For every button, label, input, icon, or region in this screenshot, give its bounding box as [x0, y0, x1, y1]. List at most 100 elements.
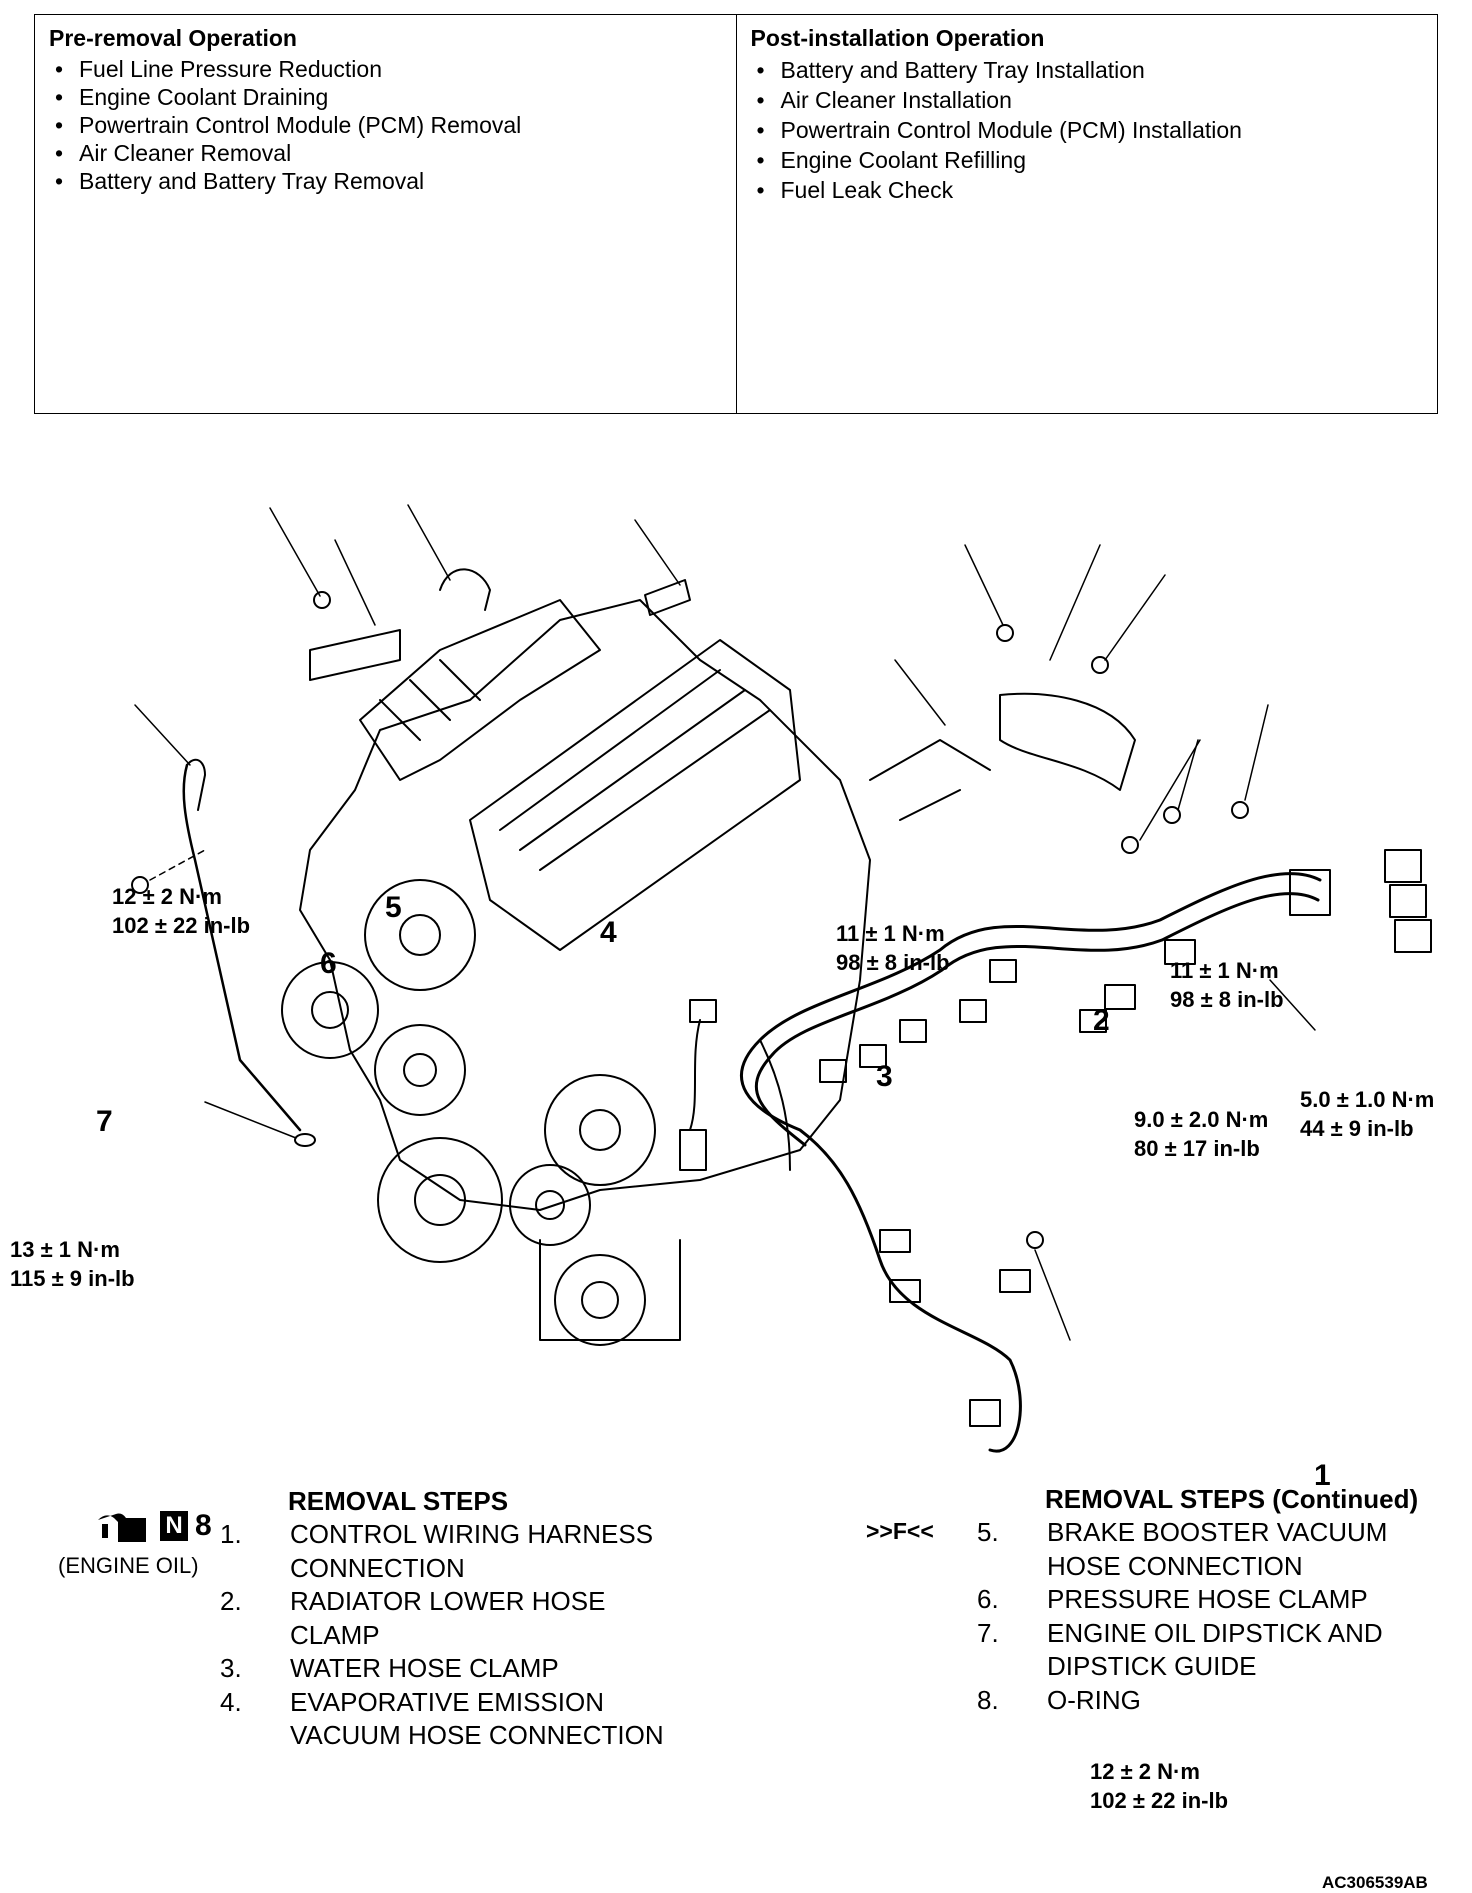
- torque-nm: 11 ± 1 N·m: [1170, 958, 1279, 983]
- removal-steps-continued-title: REMOVAL STEPS (Continued): [1045, 1484, 1419, 1514]
- step-text: WATER HOSE CLAMP: [290, 1653, 559, 1683]
- list-item: Powertrain Control Module (PCM) Installa…: [751, 115, 1424, 145]
- procedure-flag: >>F<<: [866, 1518, 934, 1544]
- torque-label-bolt-2: 11 ± 1 N·m 98 ± 8 in-lb: [1170, 956, 1284, 1014]
- step-number: 2.: [220, 1586, 242, 1616]
- pulley: [377, 1137, 503, 1263]
- figure-id: AC306539AB: [1322, 1873, 1428, 1892]
- bolt: [1026, 1231, 1044, 1249]
- step-text: RADIATOR LOWER HOSE CLAMP: [290, 1586, 606, 1650]
- callout-5: 5: [385, 891, 402, 924]
- list-item: 1. CONTROL WIRING HARNESS CONNECTION: [220, 1518, 760, 1585]
- wiring-harness: [740, 872, 1322, 1453]
- torque-inlb: 102 ± 22 in-lb: [1090, 1788, 1229, 1813]
- bolt: [313, 591, 331, 609]
- engine-block-outline: [299, 599, 871, 1211]
- callout-2: 2: [1093, 1004, 1110, 1037]
- pulley: [364, 879, 476, 991]
- torque-nm: 5.0 ± 1.0 N·m: [1300, 1087, 1435, 1112]
- torque-inlb: 115 ± 9 in-lb: [10, 1266, 135, 1291]
- list-item: 2. RADIATOR LOWER HOSE CLAMP: [220, 1585, 760, 1652]
- pre-removal-column: Pre-removal Operation Fuel Line Pressure…: [35, 15, 736, 413]
- callout-8: 8: [195, 1509, 212, 1542]
- evap-vacuum-hose: [644, 579, 691, 616]
- bolt: [1163, 806, 1181, 824]
- connector: [819, 1059, 847, 1083]
- torque-inlb: 80 ± 17 in-lb: [1134, 1136, 1260, 1161]
- engine-harness-illustration: 12 ± 2 N·m 102 ± 22 in-lb 11 ± 1 N·m 98 …: [0, 430, 1472, 1892]
- torque-nm: 12 ± 2 N·m: [112, 884, 222, 909]
- connector: [1079, 1009, 1107, 1033]
- bolt: [1121, 836, 1139, 854]
- removal-steps-title: REMOVAL STEPS: [288, 1486, 509, 1516]
- connector: [859, 1044, 887, 1068]
- bolt: [1091, 656, 1109, 674]
- torque-label-harness-b: 5.0 ± 1.0 N·m 44 ± 9 in-lb: [1300, 1085, 1434, 1143]
- callout-3: 3: [876, 1060, 893, 1093]
- brake-booster-vacuum-hose: [439, 568, 491, 611]
- list-item: 8. O-RING: [977, 1684, 1467, 1718]
- engine-oil-label: (ENGINE OIL): [58, 1553, 199, 1578]
- connector: [989, 959, 1017, 983]
- connector: [879, 1229, 911, 1253]
- head-cover: [469, 639, 801, 951]
- list-item: Air Cleaner Removal: [49, 139, 722, 167]
- step-text: ENGINE OIL DIPSTICK AND DIPSTICK GUIDE: [1047, 1617, 1383, 1682]
- list-item: 3. WATER HOSE CLAMP: [220, 1652, 760, 1686]
- connector: [1289, 869, 1331, 916]
- torque-label-bolt-3: 11 ± 1 N·m 98 ± 8 in-lb: [836, 919, 950, 977]
- connector: [1164, 939, 1196, 965]
- bolt: [996, 624, 1014, 642]
- pulley: [281, 961, 379, 1059]
- pressure-hose-clamp: [309, 629, 401, 681]
- torque-inlb: 44 ± 9 in-lb: [1300, 1116, 1414, 1141]
- removal-steps-continued: REMOVAL STEPS (Continued) 5. BRAKE BOOST…: [977, 1482, 1467, 1717]
- list-item: 6. PRESSURE HOSE CLAMP: [977, 1583, 1467, 1617]
- callout-1: 1: [1314, 1459, 1331, 1492]
- torque-label-bolt-6: 12 ± 2 N·m 102 ± 22 in-lb: [112, 882, 250, 940]
- removal-steps: REMOVAL STEPS 1. CONTROL WIRING HARNESS …: [220, 1484, 760, 1753]
- torque-label-harness-bracket: 12 ± 2 N·m 102 ± 22 in-lb: [1090, 1757, 1228, 1815]
- step-number: 4.: [220, 1686, 242, 1717]
- post-installation-list: Battery and Battery Tray Installation Ai…: [751, 55, 1424, 205]
- list-item: Engine Coolant Refilling: [751, 145, 1424, 175]
- torque-inlb: 98 ± 8 in-lb: [1170, 987, 1284, 1012]
- n-badge: N: [160, 1511, 188, 1541]
- list-item: 7. ENGINE OIL DIPSTICK AND DIPSTICK GUID…: [977, 1617, 1467, 1684]
- connector: [889, 1279, 921, 1303]
- torque-label-harness-a: 9.0 ± 2.0 N·m 80 ± 17 in-lb: [1134, 1105, 1268, 1163]
- list-item: Fuel Leak Check: [751, 175, 1424, 205]
- step-number: 1.: [220, 1519, 242, 1549]
- torque-label-dipstick: 13 ± 1 N·m 115 ± 9 in-lb: [10, 1235, 135, 1293]
- torque-nm: 11 ± 1 N·m: [836, 921, 945, 946]
- torque-nm: 9.0 ± 2.0 N·m: [1134, 1107, 1269, 1132]
- dipstick: [182, 763, 302, 1132]
- pulley: [509, 1164, 591, 1246]
- bolt: [131, 876, 149, 894]
- ac-compressor: [554, 1254, 646, 1346]
- list-item: Fuel Line Pressure Reduction: [49, 55, 722, 83]
- list-item: 4. EVAPORATIVE EMISSION VACUUM HOSE CONN…: [220, 1686, 760, 1753]
- list-item: 5. BRAKE BOOSTER VACUUM HOSE CONNECTION: [977, 1516, 1467, 1583]
- connector: [1104, 984, 1136, 1010]
- intake-manifold: [359, 599, 601, 781]
- connector: [689, 999, 717, 1023]
- list-item: Engine Coolant Draining: [49, 83, 722, 111]
- callout-6: 6: [320, 947, 337, 980]
- step-text: PRESSURE HOSE CLAMP: [1047, 1584, 1368, 1614]
- engine-line-drawing: [131, 504, 1432, 1453]
- step-text: O-RING: [1047, 1684, 1141, 1715]
- bolt: [1231, 801, 1249, 819]
- callout-4: 4: [600, 916, 617, 949]
- operations-table: Pre-removal Operation Fuel Line Pressure…: [34, 14, 1438, 414]
- connector: [959, 999, 987, 1023]
- torque-inlb: 98 ± 8 in-lb: [836, 950, 950, 975]
- step-text: CONTROL WIRING HARNESS CONNECTION: [290, 1519, 654, 1583]
- o-ring: [294, 1133, 316, 1147]
- list-item: Battery and Battery Tray Installation: [751, 55, 1424, 85]
- step-number: 7.: [977, 1617, 999, 1648]
- list-item: Air Cleaner Installation: [751, 85, 1424, 115]
- torque-inlb: 102 ± 22 in-lb: [112, 913, 251, 938]
- radiator-hose: [999, 692, 1136, 791]
- step-text: EVAPORATIVE EMISSION VACUUM HOSE CONNECT…: [290, 1686, 664, 1751]
